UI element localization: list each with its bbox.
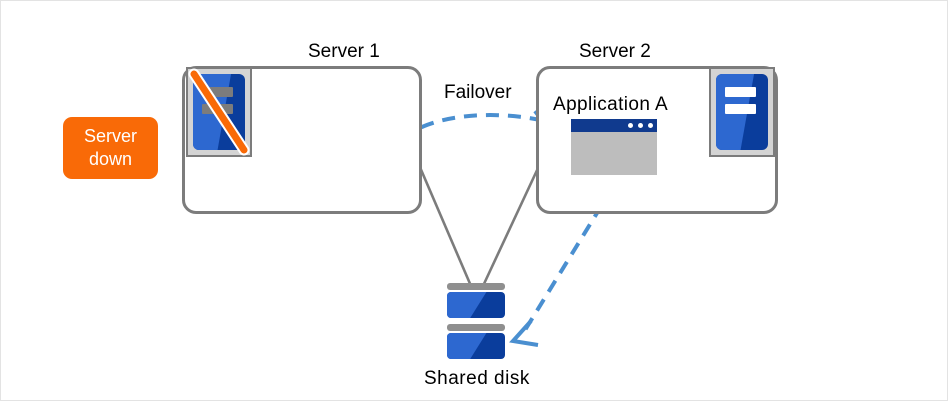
connector-server1-to-disk: [411, 150, 473, 287]
disk-cap-1: [447, 283, 505, 290]
application-a-window-icon: [571, 119, 657, 175]
server1-machine-icon: [186, 67, 252, 157]
server2-indicator-bar-1: [725, 86, 756, 97]
failover-label: Failover: [444, 82, 512, 103]
application-a-label: Application A: [553, 94, 669, 115]
app-to-disk-arrow-head: [509, 319, 539, 347]
disk-unit-1: [447, 283, 505, 318]
shared-disk-icon: [447, 283, 505, 359]
shared-disk-label: Shared disk: [424, 368, 530, 389]
server2-label: Server 2: [579, 41, 651, 62]
server2-indicator-bar-2: [725, 104, 756, 115]
server1-label: Server 1: [308, 41, 380, 62]
server2-machine-icon: [709, 67, 775, 157]
connector-server2-to-disk: [481, 150, 548, 287]
disk-cap-2: [447, 324, 505, 331]
server1-indicator-bar-2: [202, 104, 233, 115]
server-down-line1: Server: [83, 126, 137, 146]
disk-body-2: [447, 333, 505, 359]
window-dot-icon-1: [628, 123, 633, 128]
window-dot-icon-2: [638, 123, 643, 128]
disk-unit-2: [447, 324, 505, 359]
window-dot-icon-3: [648, 123, 653, 128]
server1-indicator-bar-1: [202, 86, 233, 97]
server-down-badge: Server down: [63, 117, 158, 179]
server-down-line2: down: [88, 149, 133, 169]
failover-arc-path: [401, 113, 554, 141]
disk-body-1: [447, 292, 505, 318]
application-window-titlebar: [571, 119, 657, 132]
